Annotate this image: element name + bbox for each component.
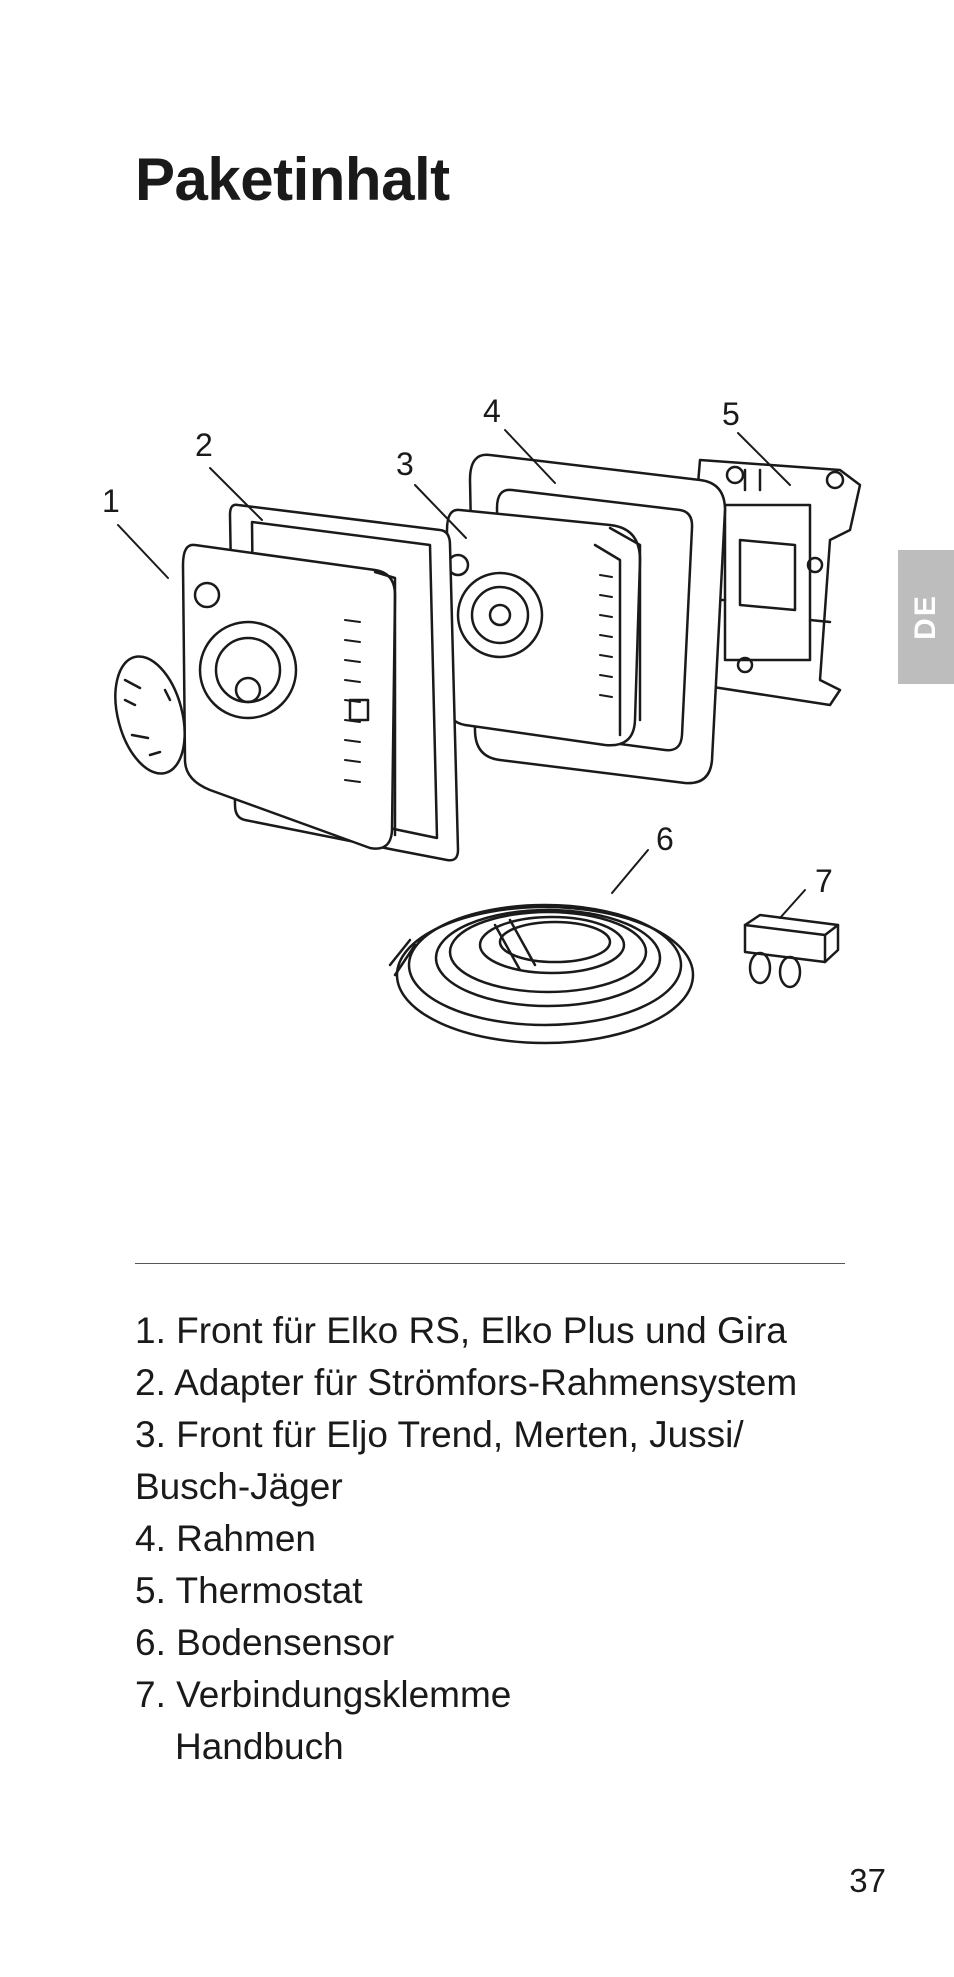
knob-part [114, 655, 186, 775]
language-tab-label: DE [909, 594, 942, 640]
terminal-part [743, 913, 840, 989]
list-item: 1. Front für Elko RS, Elko Plus und Gira [135, 1310, 787, 1351]
callout-2: 2 [195, 427, 213, 463]
callout-4: 4 [483, 393, 501, 429]
callout-5: 5 [722, 396, 740, 432]
list-item: 4. Rahmen [135, 1518, 316, 1559]
list-item: Handbuch [175, 1726, 344, 1767]
callout-3: 3 [396, 446, 414, 482]
contents-list: 1. Front für Elko RS, Elko Plus und Gira… [135, 1305, 797, 1773]
floor-sensor-part [388, 903, 695, 1045]
list-item: 6. Bodensensor [135, 1622, 395, 1663]
section-divider [135, 1263, 845, 1264]
language-tab: DE [898, 550, 954, 684]
list-item: Busch-Jäger [135, 1466, 343, 1507]
front-elko-part [181, 543, 397, 850]
callout-7: 7 [815, 863, 833, 899]
package-contents-illustration: 1 2 3 4 5 6 7 [102, 393, 862, 1045]
front-eljo-part [445, 508, 642, 747]
list-item: 2. Adapter für Strömfors-Rahmensystem [135, 1362, 798, 1403]
page-title: Paketinhalt [135, 146, 450, 213]
list-item: 3. Front für Eljo Trend, Merten, Jussi/ [135, 1414, 744, 1455]
callout-6: 6 [656, 821, 674, 857]
list-item: 5. Thermostat [135, 1570, 363, 1611]
page-number: 37 [849, 1862, 886, 1899]
list-item: 7. Verbindungsklemme [135, 1674, 512, 1715]
callout-1: 1 [102, 483, 120, 519]
